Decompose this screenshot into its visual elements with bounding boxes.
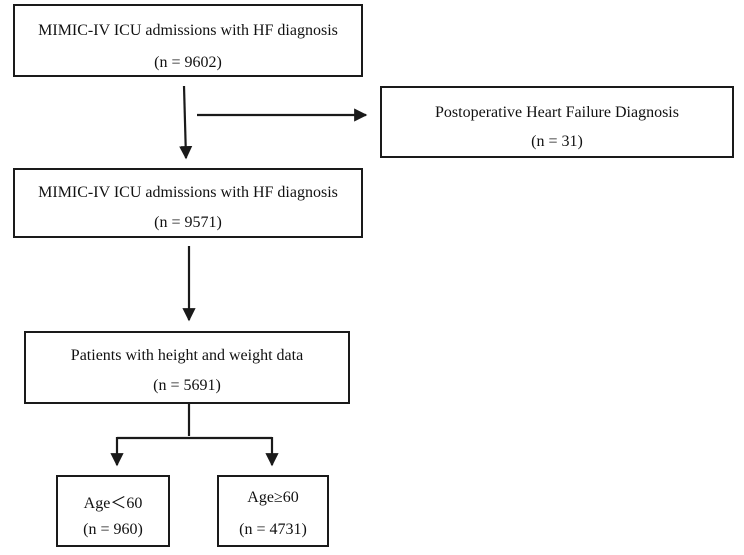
flow-box-age-under-60: Age＜60 (n = 960)	[56, 475, 170, 547]
initial-cohort-title: MIMIC-IV ICU admissions with HF diagnosi…	[38, 22, 338, 39]
initial-cohort-count: (n = 9602)	[154, 54, 222, 71]
after-exclusion-count: (n = 9571)	[154, 214, 222, 231]
age-under-60-title: Age＜60	[83, 495, 143, 512]
exclusion-title: Postoperative Heart Failure Diagnosis	[435, 104, 679, 121]
age-under-60-count: (n = 960)	[83, 521, 143, 538]
flow-box-height-weight: Patients with height and weight data (n …	[24, 331, 350, 404]
age-60-plus-title: Age≥60	[247, 489, 299, 506]
after-exclusion-title: MIMIC-IV ICU admissions with HF diagnosi…	[38, 184, 338, 201]
flow-box-initial-cohort: MIMIC-IV ICU admissions with HF diagnosi…	[13, 4, 363, 77]
flow-box-exclusion: Postoperative Heart Failure Diagnosis (n…	[380, 86, 734, 158]
height-weight-count: (n = 5691)	[153, 377, 221, 394]
flow-box-age-60-plus: Age≥60 (n = 4731)	[217, 475, 329, 547]
flow-box-after-exclusion: MIMIC-IV ICU admissions with HF diagnosi…	[13, 168, 363, 238]
height-weight-title: Patients with height and weight data	[70, 347, 304, 364]
age-60-plus-count: (n = 4731)	[239, 521, 307, 538]
arrow-step1-to-step2	[179, 85, 193, 160]
exclusion-count: (n = 31)	[531, 133, 583, 150]
